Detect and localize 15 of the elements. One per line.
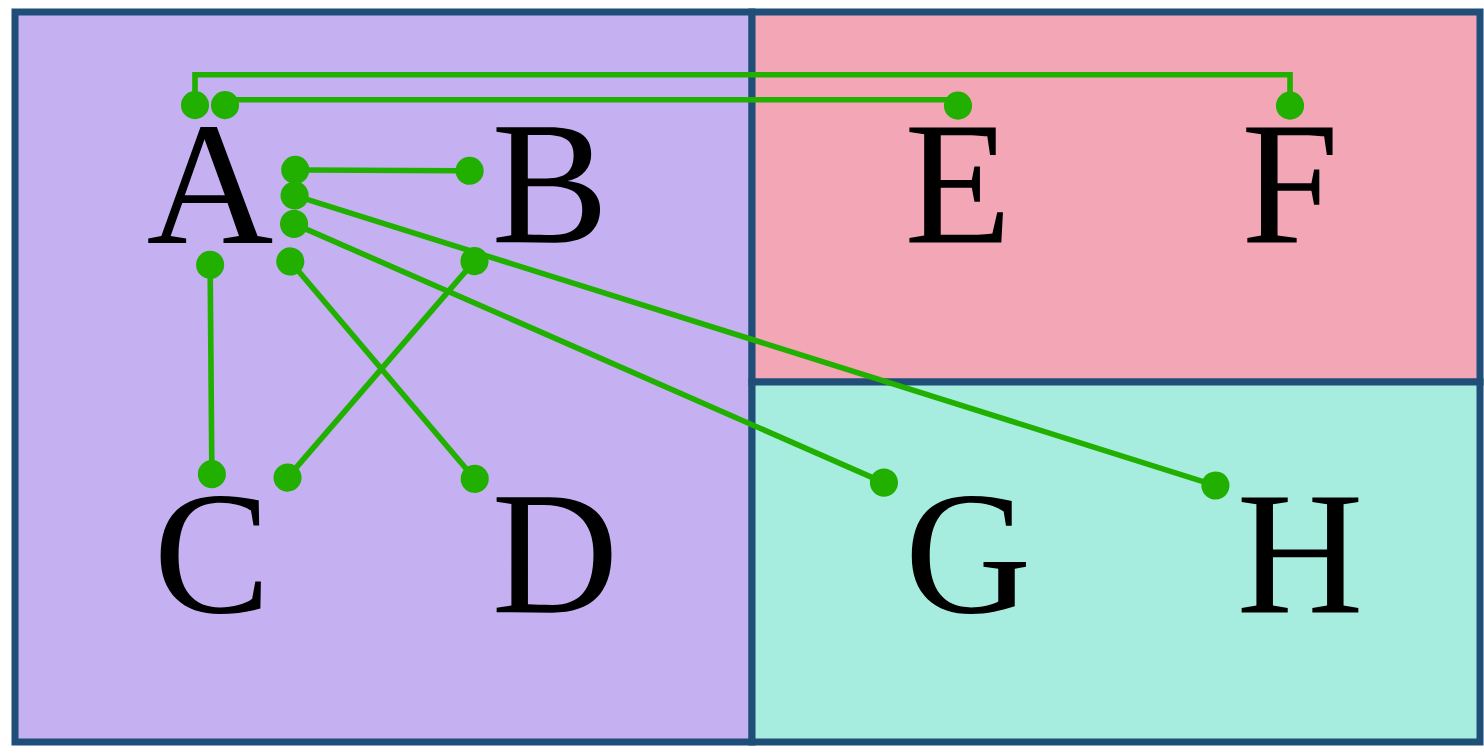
- connector: [280, 181, 1230, 500]
- letter-label: H: [1241, 497, 1359, 613]
- connector: [180, 71, 1305, 120]
- connector: [281, 155, 484, 185]
- connector: [210, 91, 973, 120]
- connector: [280, 209, 898, 497]
- region-box: [748, 378, 1484, 746]
- connector: [196, 250, 226, 489]
- letter-label: G: [911, 495, 1026, 614]
- letter-label: C: [160, 495, 261, 614]
- letter-label: E: [909, 127, 1003, 243]
- letter-label: F: [1246, 127, 1333, 243]
- letter-label: D: [496, 497, 612, 613]
- letter-label: A: [148, 126, 273, 243]
- letter-label: B: [496, 127, 601, 243]
